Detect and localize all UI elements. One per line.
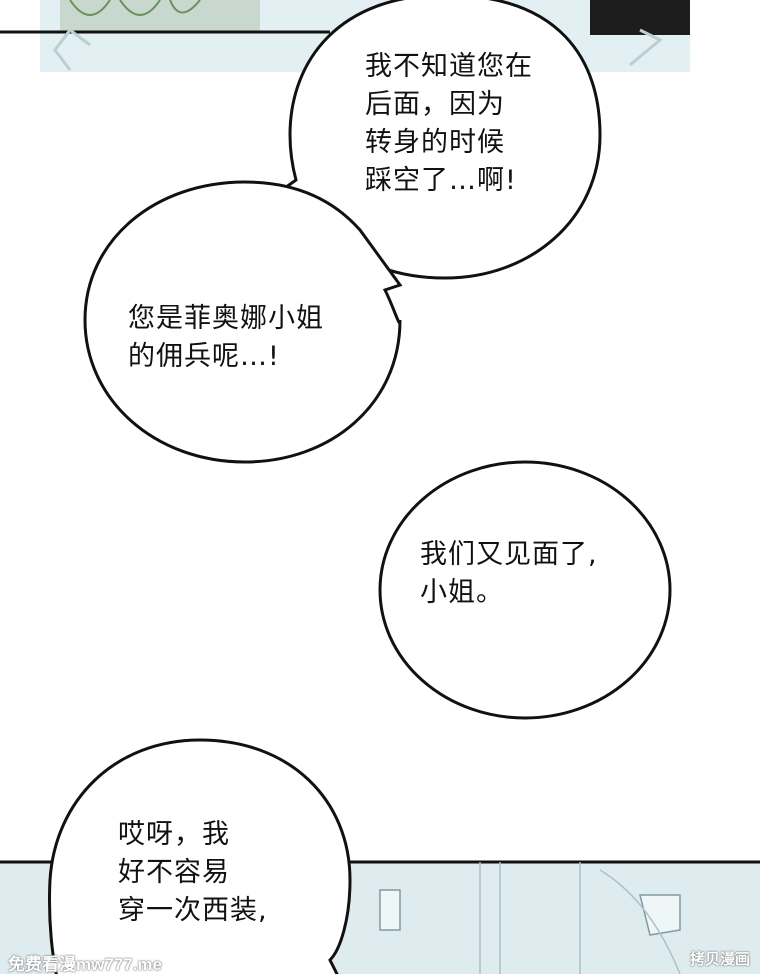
text-line: 好不容易: [118, 857, 230, 888]
bubble-text: 我不知道您在后面，因为转身的时候踩空了…啊!: [365, 48, 533, 200]
text-line: 哎呀，我: [118, 819, 230, 850]
text-line: 穿一次西装,: [118, 895, 268, 926]
text-line: 转身的时候: [365, 127, 505, 158]
star-decoration: [53, 28, 91, 71]
speech-bubble: [278, 0, 602, 280]
bubble-text: 您是菲奥娜小姐的佣兵呢…!: [128, 300, 324, 376]
watermark-right: 拷贝漫画: [690, 951, 751, 968]
bubble-text: 我们又见面了, 小姐。: [420, 536, 598, 612]
text-line: 小姐。: [420, 577, 504, 608]
top-panel-art-left: [60, 0, 260, 32]
text-line: 您是菲奥娜小姐: [128, 303, 324, 334]
text-line: 后面，因为: [365, 89, 505, 120]
text-line: 踩空了…啊!: [365, 165, 517, 196]
bubble-text: 哎呀，我好不容易穿一次西装,: [118, 816, 268, 930]
speech-bubble: [378, 460, 672, 720]
speech-bubble: [83, 180, 403, 464]
star-decoration: [629, 28, 663, 67]
text-line: 的佣兵呢…!: [128, 341, 280, 372]
text-line: 我不知道您在: [365, 51, 533, 82]
watermark-left: 免费看漫mw777.me: [8, 955, 162, 974]
speech-bubble: [47, 738, 352, 974]
text-line: 我们又见面了,: [420, 539, 598, 570]
top-panel-dark-art: [590, 0, 690, 35]
